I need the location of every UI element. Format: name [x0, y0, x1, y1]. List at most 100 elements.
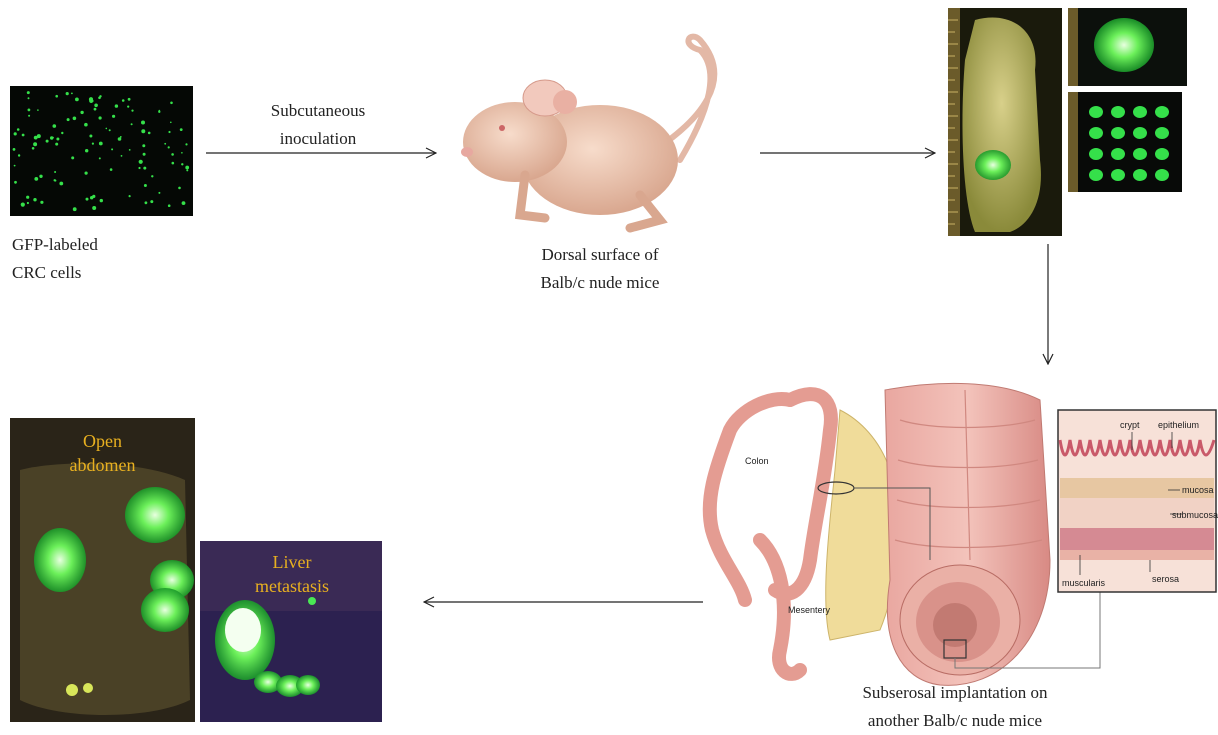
gfp-cell-dot	[186, 169, 188, 171]
tumor-fragments-image	[1068, 92, 1182, 192]
gfp-cell-dot	[112, 115, 115, 118]
gfp-cell-dot	[127, 106, 129, 108]
gfp-cell-dot	[151, 175, 153, 177]
gfp-cell-dot	[122, 99, 125, 102]
gfp-cell-dot	[14, 132, 17, 135]
gfp-cell-dot	[61, 132, 63, 134]
serosa-text: serosa	[1152, 574, 1179, 584]
gfp-cell-dot	[56, 138, 59, 141]
gfp-cell-dot	[106, 128, 108, 130]
gfp-cell-dot	[150, 200, 153, 203]
gfp-cell-dot	[170, 122, 172, 124]
epithelium-text: epithelium	[1158, 420, 1199, 430]
gfp-cell-dot	[178, 187, 181, 190]
gfp-cell-dot	[92, 143, 94, 145]
gfp-cell-dot	[46, 140, 49, 143]
gfp-cell-dot	[158, 111, 160, 113]
implantation-caption: Subserosal implantation on another Balb/…	[815, 679, 1095, 735]
gfp-cell-dot	[67, 118, 70, 121]
gfp-cell-dot	[34, 177, 38, 181]
gfp-cell-dot	[143, 167, 146, 170]
gfp-cell-dot	[145, 201, 148, 204]
gfp-cell-dot	[171, 153, 174, 156]
tumor-fragment	[1133, 148, 1147, 160]
gfp-cell-dot	[21, 203, 25, 207]
gfp-cell-dot	[141, 121, 145, 125]
gfp-cell-dot	[39, 175, 42, 178]
gfp-cell-dot	[75, 98, 79, 102]
mouse-caption-line2: Balb/c nude mice	[490, 269, 710, 297]
gfp-cell-dot	[180, 128, 183, 131]
tumor-fragment	[1155, 148, 1169, 160]
gfp-cell-dot	[181, 163, 183, 165]
gfp-cell-dot	[121, 155, 123, 157]
open-abdomen-label-line1: Open	[30, 429, 175, 453]
gfp-cell-dot	[28, 97, 30, 99]
gfp-cell-dot	[131, 110, 133, 112]
tumor-fragment	[1133, 106, 1147, 118]
gfp-cell-dot	[148, 132, 151, 135]
gfp-cell-dot	[94, 104, 98, 108]
gfp-cell-dot	[100, 199, 103, 202]
gfp-cell-dot	[33, 142, 37, 146]
mouse-caption-line1: Dorsal surface of	[490, 241, 710, 269]
inoculation-label: Subcutaneous inoculation	[218, 97, 418, 153]
gfp-cell-dot	[27, 202, 29, 204]
colon-text: Colon	[745, 456, 769, 466]
gfp-cell-dot	[66, 92, 69, 95]
liver-metastasis-label-line1: Liver	[212, 550, 372, 574]
gfp-cells-micrograph	[10, 86, 193, 216]
gfp-cell-dot	[71, 93, 73, 95]
gfp-cell-dot	[99, 116, 102, 119]
liver-metastasis-label: Liver metastasis	[212, 550, 372, 598]
gfp-cell-dot	[14, 165, 16, 167]
muscularis-text: muscularis	[1062, 578, 1106, 588]
gfp-cell-dot	[98, 97, 101, 100]
gfp-cell-dot	[164, 143, 166, 145]
tumor-fragment	[1133, 127, 1147, 139]
mouse-caption: Dorsal surface of Balb/c nude mice	[490, 241, 710, 297]
gfp-cell-dot	[22, 134, 25, 137]
gfp-cell-dot	[84, 123, 88, 127]
gfp-cell-dot	[99, 157, 101, 159]
gfp-cell-dot	[142, 144, 145, 147]
gfp-cell-dot	[85, 172, 88, 175]
gfp-cell-dot	[27, 91, 30, 94]
gfp-cell-dot	[115, 104, 118, 107]
gfp-cell-dot	[185, 143, 187, 145]
tumor-fragment	[1089, 148, 1103, 160]
gfp-cell-dot	[18, 154, 20, 156]
submucosa-text: submucosa	[1172, 510, 1218, 520]
gfp-cell-dot	[37, 109, 39, 111]
gfp-cell-dot	[168, 131, 170, 133]
implantation-caption-line2: another Balb/c nude mice	[815, 707, 1095, 735]
liver-metastasis-label-line2: metastasis	[212, 574, 372, 598]
crypt-text: crypt	[1120, 420, 1140, 430]
tumor-fragment	[1133, 169, 1147, 181]
inoculation-label-line1: Subcutaneous	[218, 97, 418, 125]
gfp-cell-dot	[185, 166, 189, 170]
nude-mouse-image	[461, 37, 714, 228]
excised-tumor-image	[1068, 8, 1187, 86]
gfp-cell-dot	[26, 196, 29, 199]
gfp-cell-dot	[89, 135, 92, 138]
gfp-cell-dot	[80, 111, 83, 114]
gfp-cell-dot	[141, 129, 145, 133]
gfp-cell-dot	[92, 206, 96, 210]
gfp-cell-dot	[128, 98, 131, 101]
gfp-cell-dot	[73, 117, 77, 121]
gfp-cell-dot	[90, 196, 93, 199]
gfp-cell-dot	[59, 182, 63, 186]
gfp-cell-dot	[85, 149, 88, 152]
gfp-cell-dot	[73, 207, 77, 211]
gfp-cell-dot	[37, 134, 41, 138]
tumor-fragment	[1111, 127, 1125, 139]
gfp-cell-dot	[14, 181, 17, 184]
tumor-fragment	[1111, 169, 1125, 181]
gfp-cell-dot	[55, 143, 58, 146]
gfp-cell-dot	[109, 129, 111, 131]
tumor-fragment	[1089, 127, 1103, 139]
gfp-cell-dot	[99, 142, 103, 146]
gfp-cell-dot	[131, 123, 133, 125]
